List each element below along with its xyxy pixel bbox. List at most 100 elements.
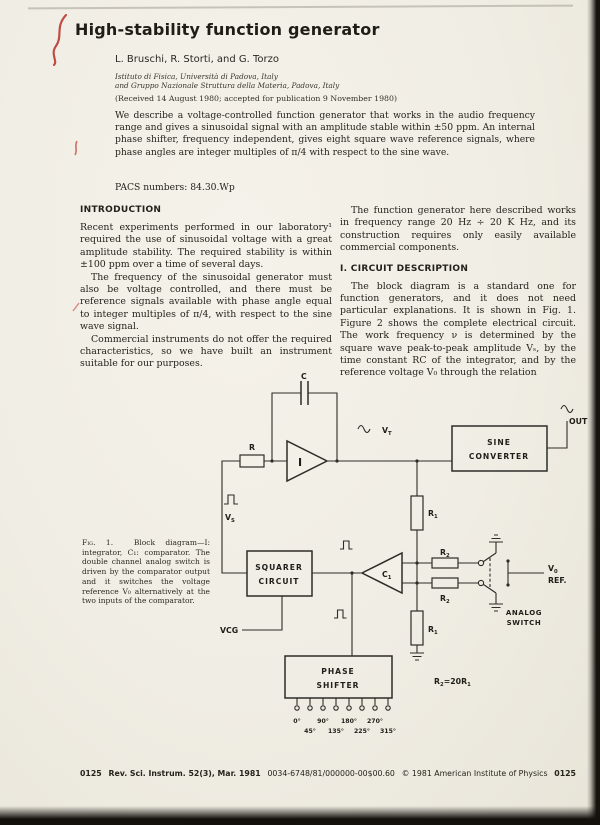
phase-shifter-label-1: PHASE [321,667,354,676]
squarer-label-1: SQUARER [255,563,303,572]
junction-dot [506,583,510,587]
integrator-triangle [286,439,329,483]
sine-wave-icon [357,424,371,434]
ground-icon [489,534,503,543]
r1-bottom-label: R1 [428,625,438,636]
vs-label: VS [225,513,235,524]
figure1-diagram: R I C VS VT SINE CONVERTER OUT R1 R1 R2 … [220,372,588,735]
phase-angle-label: 135° [328,727,344,735]
introduction-heading: INTRODUCTION [80,205,162,215]
circuit-paragraph-1: The block diagram is a standard one for … [340,280,576,379]
red-pen-dash [72,302,80,312]
phase-angle-label: 45° [304,727,316,735]
capacitor-symbol [300,381,309,405]
resistor-r2-bottom [431,577,459,589]
phase-angle-label: 270° [367,717,383,725]
affiliation-line2: and Gruppo Nazionale Struttura della Mat… [115,81,340,91]
vcg-wire [242,596,283,631]
vcg-label: VCG [220,626,238,635]
sine-converter-box [451,425,548,472]
resistor-r1-bottom [410,610,424,646]
v0-rail-wire [507,561,544,585]
comparator-triangle [360,551,403,595]
square-wave-icon [334,609,347,619]
abstract: We describe a voltage-controlled functio… [115,110,535,158]
phase-angle-label: 180° [341,717,357,725]
affiliation: Istituto di Fisica, Università di Padova… [115,72,339,91]
figure1-caption-tag: Fig. 1. [82,538,114,547]
phase-output-terminal [307,705,313,711]
capacitor-wire-left [271,392,301,461]
r1-top-label: R1 [428,509,438,520]
ground-icon [489,603,503,612]
phase-output-stubs [296,698,389,705]
analog-switch-label-2: SWITCH [507,619,542,627]
journal-citation: Rev. Sci. Instrum. 52(3), Mar. 1981 [108,769,261,778]
squarer-circuit-box [246,550,313,597]
scan-edge-bottom [0,806,600,825]
phase-output-terminal [294,705,300,711]
r2-bottom-label: R2 [440,594,450,605]
phase-output-terminal [385,705,391,711]
phase-shifter-label-2: SHIFTER [316,681,359,690]
phase-angle-label: 90° [317,717,329,725]
phase-shifter-box [284,655,393,699]
analog-switch-label-1: ANALOG [506,609,542,617]
figure1-caption: Fig. 1. Block diagram—I: integrator, C₁:… [82,538,210,606]
received-line: (Received 14 August 1980; accepted for p… [115,94,397,103]
out-sine-icon [560,404,574,414]
feedback-loop-wire [221,460,247,574]
out-label: OUT [569,417,588,426]
resistor-r2-top [431,557,459,569]
intro-paragraph-1: Recent experiments performed in our labo… [80,222,332,271]
phase-angle-label: 225° [354,727,370,735]
left-column: INTRODUCTION Recent experiments performe… [80,205,332,371]
switch-arm-upper [483,552,497,562]
junction-dot [335,459,339,463]
intro-paragraph-2: The frequency of the sinusoidal generato… [80,271,332,333]
resistor-r1-top [410,495,424,531]
phase-output-terminal [320,705,326,711]
switch-arm-lower [483,584,497,594]
resistor-r-label: R [249,443,255,452]
circuit-heading: I. CIRCUIT DESCRIPTION [340,263,469,274]
right-column: The function generator here described wo… [340,205,576,380]
branch-wires [402,562,478,584]
junction-dot [506,559,510,563]
scan-streak [27,4,574,9]
squarer-label-2: CIRCUIT [259,577,300,586]
page-number-right: 0125 [554,769,576,778]
resistor-r [239,454,265,468]
copyright-notice: © 1981 American Institute of Physics [401,769,548,778]
sine-converter-label-1: SINE [487,438,511,447]
r2-equation-label: R2=20R1 [434,677,471,688]
phase-angle-label: 0° [293,717,300,725]
pacs-line: PACS numbers: 84.30.Wp [115,182,235,193]
phase-output-terminal [333,705,339,711]
red-pen-mark [52,13,68,67]
square-wave-icon [224,494,238,505]
r2-top-label: R2 [440,548,450,559]
switch-contact [477,559,485,567]
ref-label: REF. [548,576,567,585]
page-number-left: 0125 [80,769,102,778]
phase-angle-label: 315° [380,727,396,735]
phase-output-terminal [359,705,365,711]
square-wave-icon [340,540,353,550]
junction-dot [270,459,274,463]
phase-output-terminal [372,705,378,711]
intro-paragraph-3: Commercial instruments do not offer the … [80,333,332,370]
vt-label: VT [382,426,392,437]
page-title: High-stability function generator [75,20,380,39]
sine-converter-label-2: CONVERTER [469,452,529,461]
out-wire [547,421,568,449]
red-pen-tick [74,140,78,156]
phase-output-terminal [346,705,352,711]
circuit-paragraph-0: The function generator here described wo… [340,205,576,254]
scan-edge-right [587,0,600,825]
switch-contact [477,579,485,587]
footer: 0125 Rev. Sci. Instrum. 52(3), Mar. 1981… [80,769,576,778]
comparator-label: C1 [382,570,392,581]
figure1-caption-text: Block diagram—I: integrator, C₁: compara… [82,538,210,606]
